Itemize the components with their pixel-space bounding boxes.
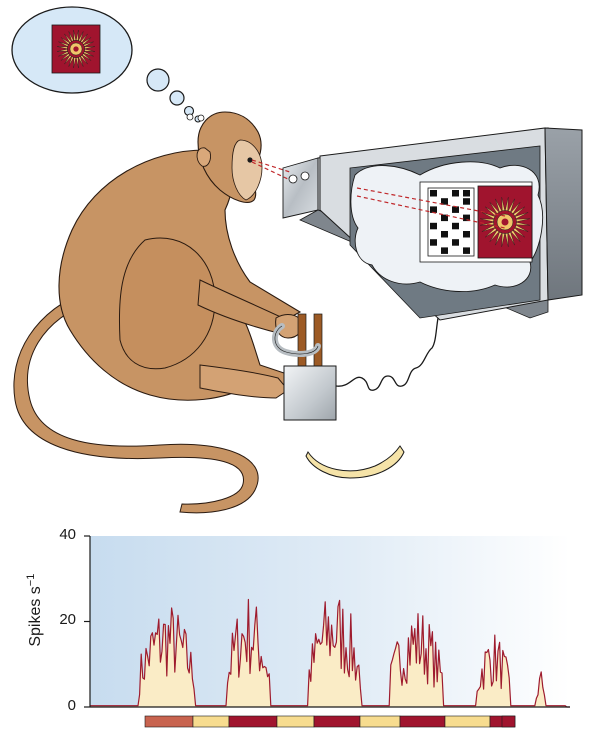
thought-flower-image <box>51 24 101 74</box>
monkey-eye <box>247 157 253 163</box>
stimulus-segment-flower <box>399 715 446 728</box>
checker-square <box>441 231 448 238</box>
tick-layer <box>84 535 90 708</box>
stimulus-segment-checker <box>359 715 401 728</box>
cable <box>335 317 439 391</box>
checker-square <box>452 222 459 230</box>
checker-square <box>430 222 437 230</box>
lever <box>272 313 323 373</box>
firing-rate-chart <box>84 535 570 728</box>
checker-square <box>463 231 470 238</box>
checker-square <box>463 190 470 197</box>
checker-square <box>441 247 448 254</box>
stimulus-segment-checker <box>192 715 230 728</box>
stimulus-segment-flower <box>144 715 194 728</box>
monkey <box>58 111 303 401</box>
checker-square <box>463 247 470 254</box>
gaze-lines <box>251 159 506 229</box>
stimulus-segment-end <box>501 715 516 728</box>
stimulus-segment-flower <box>313 715 361 728</box>
checker-square <box>463 198 470 205</box>
checker-square <box>430 206 437 213</box>
checker-square <box>441 198 448 205</box>
checker-square <box>430 239 437 246</box>
stimulus-bar <box>144 715 516 728</box>
trace-fill <box>90 599 570 707</box>
y-axis-label: Spikes s−1 <box>25 555 45 665</box>
flower-center <box>501 218 509 226</box>
y-axis-label-exponent: −1 <box>24 573 37 587</box>
y-axis-label-text: Spikes s <box>27 586 45 647</box>
response-box <box>283 365 337 421</box>
eye-tracker <box>282 157 319 219</box>
thought-bubble <box>11 6 202 123</box>
y-tick-label-0: 0 <box>67 697 76 714</box>
banana-icon <box>305 445 405 479</box>
stimulus-segment-checker <box>444 715 491 728</box>
checker-square <box>452 239 459 246</box>
checkerboard-stimulus <box>427 187 475 257</box>
checker-square <box>452 206 459 213</box>
trace-layer <box>90 598 570 708</box>
stimulus-segment-flower <box>228 715 278 728</box>
checker-square <box>452 190 459 197</box>
checker-square <box>441 214 448 222</box>
monkey-tail <box>13 289 259 514</box>
y-tick-label-20: 20 <box>59 611 76 628</box>
checker-square <box>463 214 470 222</box>
checker-square <box>430 190 437 197</box>
stimulus-segment-checker <box>276 715 315 728</box>
y-tick-label-40: 40 <box>59 526 76 543</box>
trace-line <box>90 598 570 708</box>
flower-center <box>73 46 79 52</box>
screen-flower-stimulus <box>477 185 533 259</box>
